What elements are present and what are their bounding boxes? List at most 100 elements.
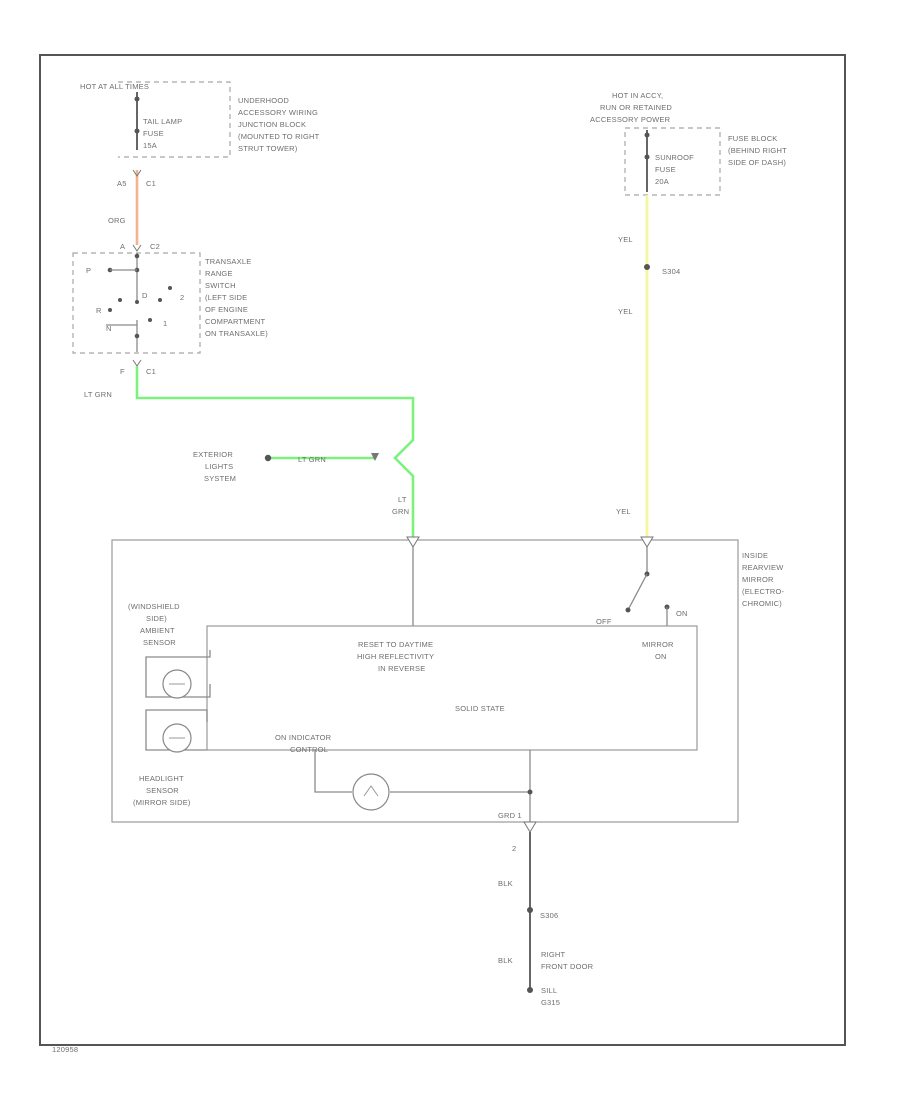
- left-fuse-name: TAIL LAMP: [143, 117, 182, 126]
- orange-wire-pin: A5: [117, 179, 127, 188]
- orange-wire-connector-top: [132, 169, 142, 177]
- mirror-title-1: INSIDE: [742, 551, 768, 560]
- ambient-sensor-label-3: AMBIENT: [140, 626, 175, 635]
- right-fuse-word: FUSE: [655, 165, 676, 174]
- transaxle-range-switch: P R N D 2 1 TRANSAXLE RANGE SWITCH (LEFT…: [72, 252, 268, 376]
- mirror-title-3: MIRROR: [742, 575, 774, 584]
- right-fuse-hot-2: RUN OR RETAINED: [600, 103, 672, 112]
- green-wire-color-1: LT GRN: [84, 390, 112, 399]
- ambient-sensor-label-2: SIDE): [146, 614, 167, 623]
- transaxle-label-7: ON TRANSAXLE): [205, 329, 268, 338]
- left-fuse-word: FUSE: [143, 129, 164, 138]
- right-fuse-location-3: SIDE OF DASH): [728, 158, 786, 167]
- transaxle-label-1: TRANSAXLE: [205, 257, 251, 266]
- left-fuse-rating: 15A: [143, 141, 157, 150]
- transaxle-switch-dot-r: [118, 298, 122, 302]
- green-wire-color-2: LT GRN: [298, 455, 326, 464]
- right-fuse-rating: 20A: [655, 177, 669, 186]
- ground-splice: S306: [540, 911, 558, 920]
- left-fuse-terminal-top: [134, 96, 140, 102]
- orange-wire-connector: C1: [146, 179, 156, 188]
- mirror-solid-state-label: SOLID STATE: [455, 704, 505, 713]
- right-fuse-name: SUNROOF: [655, 153, 694, 162]
- transaxle-output-connector-label: C1: [146, 367, 156, 376]
- right-fuse-block: HOT IN ACCY, RUN OR RETAINED ACCESSORY P…: [590, 91, 787, 196]
- transaxle-switch-dot-3: [148, 318, 152, 322]
- left-fuse-location-5: STRUT TOWER): [238, 144, 298, 153]
- mirror-ground-connector: [523, 821, 537, 833]
- ground-circuit: 2 BLK S306 BLK RIGHT FRONT DOOR SILL G31…: [498, 821, 594, 1007]
- mirror-input-connector-left: [406, 536, 420, 548]
- orange-wire-connector-bottom: [132, 244, 142, 252]
- mirror-switch-on-label: ON: [676, 609, 688, 618]
- right-fuse-hot-3: ACCESSORY POWER: [590, 115, 671, 124]
- yellow-wire-color-2: YEL: [618, 307, 633, 316]
- transaxle-label-5: OF ENGINE: [205, 305, 248, 314]
- mirror-outline: [111, 539, 739, 823]
- orange-wire: A5 C1 ORG A C2: [108, 169, 160, 252]
- mirror-input-connector-right: [640, 536, 654, 548]
- left-fuse-hot-label: HOT AT ALL TIMES: [80, 82, 149, 91]
- ambient-sensor-label-1: (WINDSHIELD: [128, 602, 180, 611]
- indicator-label-2: CONTROL: [290, 745, 328, 754]
- mirror-reset-3: IN REVERSE: [378, 664, 425, 673]
- yellow-wire-color-3: YEL: [616, 507, 631, 516]
- ground-location-1: RIGHT: [541, 950, 566, 959]
- mirror-reset-2: HIGH REFLECTIVITY: [357, 652, 434, 661]
- mirror-title-2: REARVIEW: [742, 563, 784, 572]
- transaxle-pos-d: D: [142, 291, 148, 300]
- indicator-label-1: ON INDICATOR: [275, 733, 332, 742]
- mirror-ground-junction: [527, 789, 533, 795]
- left-fuse-block: HOT AT ALL TIMES TAIL LAMP FUSE 15A UNDE…: [80, 81, 320, 158]
- ground-terminal-dot: [527, 987, 533, 993]
- left-fuse-location-4: (MOUNTED TO RIGHT: [238, 132, 320, 141]
- transaxle-label-2: RANGE: [205, 269, 233, 278]
- right-fuse-location-2: (BEHIND RIGHT: [728, 146, 787, 155]
- transaxle-switch-dot-2: [158, 298, 162, 302]
- right-fuse-terminal-top: [644, 132, 650, 138]
- transaxle-switch-dot-d: [135, 300, 139, 304]
- ground-location-2: FRONT DOOR: [541, 962, 594, 971]
- exterior-lights-label-3: SYSTEM: [204, 474, 236, 483]
- ambient-sensor-label-4: SENSOR: [143, 638, 176, 647]
- transaxle-pos-r: R: [96, 306, 102, 315]
- right-fuse-hot-1: HOT IN ACCY,: [612, 91, 663, 100]
- headlight-sensor-wiring: [145, 709, 208, 751]
- right-fuse-terminal-bottom: [644, 154, 650, 160]
- ground-splice-dot: [527, 907, 533, 913]
- ground-location-4: G315: [541, 998, 560, 1007]
- green-wire-color-3a: LT: [398, 495, 407, 504]
- mirror-title-4: (ELECTRO-: [742, 587, 785, 596]
- exterior-lights-label-1: EXTERIOR: [193, 450, 233, 459]
- orange-wire-color: ORG: [108, 216, 126, 225]
- yellow-wire-splice-dot: [644, 264, 650, 270]
- transaxle-pos-2: 2: [180, 293, 184, 302]
- transaxle-pos-n: N: [106, 324, 112, 333]
- left-fuse-location-1: UNDERHOOD: [238, 96, 289, 105]
- transaxle-input-pin: A: [120, 242, 125, 251]
- mirror-on-label-2: ON: [655, 652, 667, 661]
- mirror-solid-state-box: [206, 625, 698, 751]
- transaxle-switch-terminal-out: [134, 333, 140, 339]
- exterior-lights-label-2: LIGHTS: [205, 462, 233, 471]
- yellow-wire: YEL S304 YEL YEL: [616, 195, 680, 540]
- mirror-switch-off-label: OFF: [596, 617, 612, 626]
- exterior-lights-terminal: [264, 454, 272, 462]
- mirror-ground-label: GRD 1: [498, 811, 522, 820]
- mirror-reset-1: RESET TO DAYTIME: [358, 640, 433, 649]
- green-wire-splice-arrow: [371, 453, 379, 461]
- mirror-title-5: CHROMIC): [742, 599, 782, 608]
- left-fuse-terminal-bottom: [134, 128, 140, 134]
- left-fuse-location-2: ACCESSORY WIRING: [238, 108, 318, 117]
- ground-location-3: SILL: [541, 986, 557, 995]
- green-wire-color-3b: GRN: [392, 507, 409, 516]
- yellow-wire-splice: S304: [662, 267, 680, 276]
- diagram-code: 120958: [52, 1045, 78, 1054]
- transaxle-switch-terminal-in: [134, 253, 140, 259]
- ground-wire-color-1: BLK: [498, 879, 513, 888]
- transaxle-pos-p: P: [86, 266, 91, 275]
- on-indicator-lamp-filament: [363, 785, 379, 797]
- diagram-frame: [39, 54, 846, 1046]
- transaxle-input-connector: C2: [150, 242, 160, 251]
- left-fuse-location-3: JUNCTION BLOCK: [238, 120, 306, 129]
